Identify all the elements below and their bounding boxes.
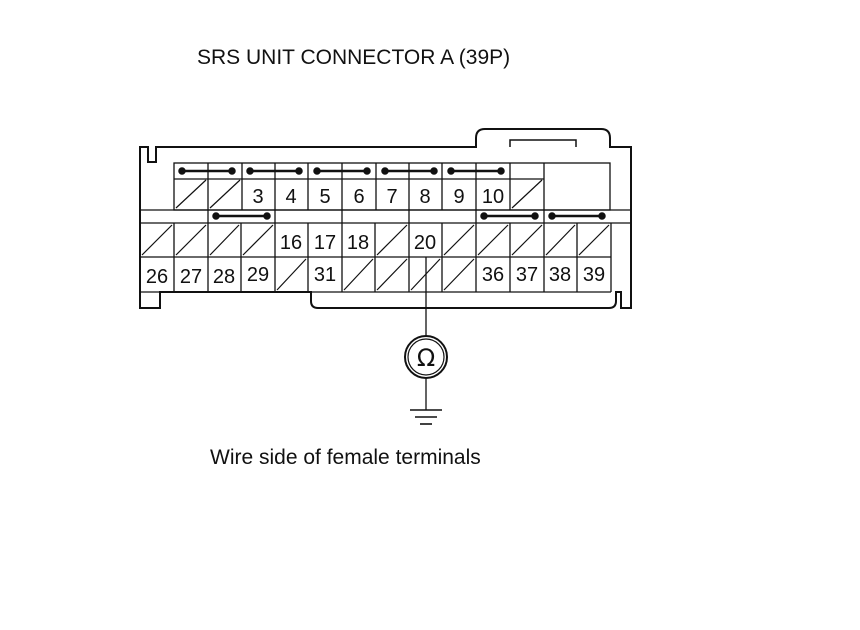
terminal-label: 36 bbox=[482, 264, 504, 286]
terminal-label: 37 bbox=[516, 264, 538, 286]
terminal-label: 7 bbox=[386, 186, 397, 208]
empty-cavity-marks bbox=[141, 179, 610, 291]
terminal-label: 4 bbox=[285, 186, 296, 208]
terminal-label-probe: 20 bbox=[414, 232, 436, 254]
terminal-label: 9 bbox=[453, 186, 464, 208]
terminal-label: 31 bbox=[314, 264, 336, 286]
terminal-label: 39 bbox=[583, 264, 605, 286]
terminal-label: 17 bbox=[314, 232, 336, 254]
terminal-label: 10 bbox=[482, 186, 504, 208]
diagram-caption: Wire side of female terminals bbox=[210, 446, 481, 469]
latch-detail bbox=[509, 139, 577, 147]
terminal-label: 16 bbox=[280, 232, 302, 254]
terminal-label: 27 bbox=[180, 266, 202, 288]
shorting-bars bbox=[178, 167, 606, 220]
terminal-label: 6 bbox=[353, 186, 364, 208]
ohmmeter-icon: Ω bbox=[404, 335, 448, 379]
terminal-label: 3 bbox=[252, 186, 263, 208]
terminal-label: 38 bbox=[549, 264, 571, 286]
terminal-label: 5 bbox=[319, 186, 330, 208]
terminal-label: 26 bbox=[146, 266, 168, 288]
terminal-label: 8 bbox=[419, 186, 430, 208]
terminal-label: 18 bbox=[347, 232, 369, 254]
terminal-label: 28 bbox=[213, 266, 235, 288]
ohm-symbol: Ω bbox=[417, 344, 435, 372]
terminal-labels: 3 4 5 6 7 8 9 10 16 17 18 20 26 27 28 29… bbox=[146, 186, 605, 288]
diagram-title: SRS UNIT CONNECTOR A (39P) bbox=[197, 46, 511, 69]
ground-icon bbox=[410, 409, 442, 425]
connector-housing bbox=[139, 128, 632, 309]
terminal-label: 29 bbox=[247, 264, 269, 286]
